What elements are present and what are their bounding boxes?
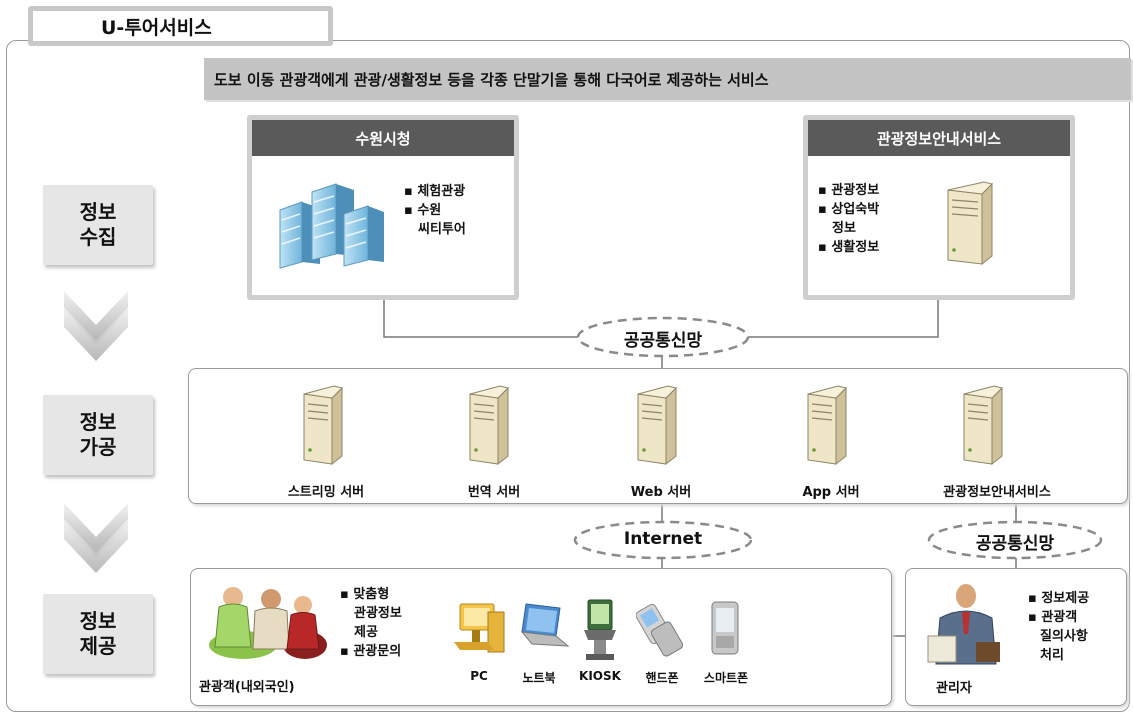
stage-process-line1: 정보	[79, 410, 117, 434]
stage-process: 정보 가공	[43, 395, 153, 475]
server-label-tour-info: 관광정보안내서비스	[943, 485, 1051, 500]
tourists-icon	[209, 587, 327, 659]
list-item: 정보	[832, 220, 856, 236]
list-item: ▪ 상업숙박	[818, 201, 880, 217]
device-label-kiosk: KIOSK	[579, 669, 621, 683]
admin-label: 관리자	[936, 681, 972, 696]
list-item: ▪ 생활정보	[818, 239, 880, 255]
banner-text: 도보 이동 관광객에게 관광/생활정보 등을 각종 단말기을 통해 다국어로 제…	[214, 70, 769, 89]
device-label-smartphone: 스마트폰	[703, 671, 749, 685]
buildings-icon	[279, 183, 384, 269]
list-item: ▪ 정보제공	[1028, 591, 1090, 606]
provide-items: ▪ 맞춤형 관광정보 제공 ▪ 관광문의	[340, 586, 402, 661]
laptop-icon	[520, 603, 570, 647]
list-item: ▪ 수원	[404, 202, 442, 218]
page-title-text: U-투어서비스	[101, 16, 212, 39]
stage-provide-line2: 제공	[79, 634, 117, 658]
list-item: 질의사항	[1040, 628, 1088, 644]
stage-provide-line1: 정보	[79, 609, 117, 633]
network-internet: Internet	[623, 529, 703, 549]
server-icon	[303, 385, 343, 466]
server-icon	[947, 181, 993, 266]
network-public-top: 공공통신망	[623, 331, 703, 351]
list-item: 씨티투어	[418, 221, 466, 237]
list-item: ▪ 관광정보	[818, 183, 880, 198]
device-label-cellphone: 핸드폰	[645, 671, 679, 685]
server-icon	[637, 385, 677, 466]
cellphone-icon	[636, 603, 684, 657]
server-label-streaming: 스트리밍 서버	[287, 485, 365, 500]
source-tour-info-items: ▪ 관광정보 ▪ 상업숙박 정보 ▪ 생활정보	[818, 182, 879, 257]
list-item: 제공	[354, 624, 378, 640]
list-item: ▪ 관광문의	[340, 643, 402, 659]
down-arrow-icon	[64, 503, 128, 573]
server-label-app: App 서버	[802, 485, 860, 500]
kiosk-icon	[584, 599, 616, 660]
list-item: 처리	[1040, 647, 1064, 663]
network-public-bottom: 공공통신망	[975, 534, 1055, 554]
list-item: ▪ 관광객	[1028, 609, 1078, 625]
stage-collect-line1: 정보	[79, 200, 117, 224]
source-card-city-header: 수원시청	[252, 120, 514, 156]
device-label-pc: PC	[470, 669, 488, 683]
description-banner: 도보 이동 관광객에게 관광/생활정보 등을 각종 단말기을 통해 다국어로 제…	[204, 58, 1131, 100]
list-item: ▪ 맞춤형	[340, 587, 390, 602]
stage-collect: 정보 수집	[43, 185, 153, 265]
page-title: U-투어서비스	[28, 6, 333, 46]
server-icon	[469, 385, 509, 466]
server-label-web: Web 서버	[630, 485, 692, 500]
tourists-label: 관광객(내외국인)	[199, 680, 295, 695]
server-label-translation: 번역 서버	[467, 485, 521, 500]
admin-items: ▪ 정보제공 ▪ 관광객 질의사항 처리	[1028, 590, 1089, 665]
list-item: 관광정보	[354, 605, 402, 621]
source-card-tour-info: 관광정보안내서비스	[803, 115, 1075, 300]
source-card-city: 수원시청	[247, 115, 519, 300]
server-icon	[807, 385, 847, 466]
stage-provide: 정보 제공	[43, 594, 153, 674]
down-arrow-icon	[64, 291, 128, 361]
administrator-icon	[927, 584, 1000, 665]
source-card-tour-info-header: 관광정보안내서비스	[808, 120, 1070, 156]
pc-icon	[454, 603, 505, 653]
device-label-laptop: 노트북	[522, 671, 556, 685]
smartphone-icon	[711, 601, 739, 655]
server-icon	[963, 385, 1003, 466]
list-item: ▪ 체험관광	[404, 184, 466, 199]
source-city-items: ▪ 체험관광 ▪ 수원 씨티투어	[404, 183, 466, 240]
stage-process-line2: 가공	[79, 435, 117, 459]
stage-collect-line2: 수집	[79, 225, 117, 249]
